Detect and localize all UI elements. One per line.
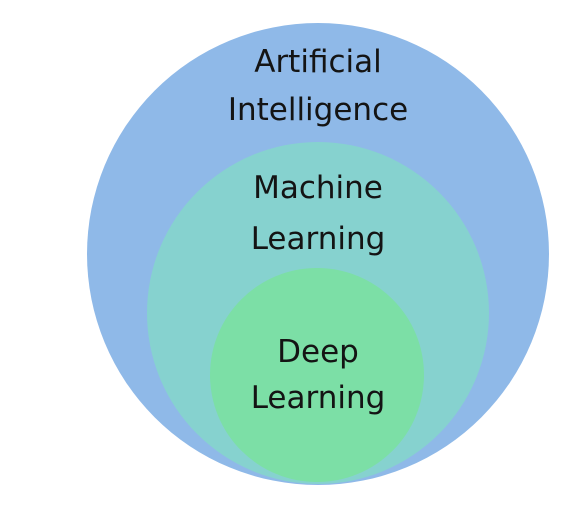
label-artificial-line2: Intelligence <box>228 92 408 128</box>
label-deep-line2: Learning <box>251 380 386 416</box>
label-artificial-line1: Artificial <box>254 44 382 80</box>
circle-deep-learning <box>210 268 424 482</box>
label-deep-line1: Deep <box>277 334 359 370</box>
label-machine-line1: Machine <box>253 170 383 206</box>
label-machine-line2: Learning <box>251 221 386 257</box>
